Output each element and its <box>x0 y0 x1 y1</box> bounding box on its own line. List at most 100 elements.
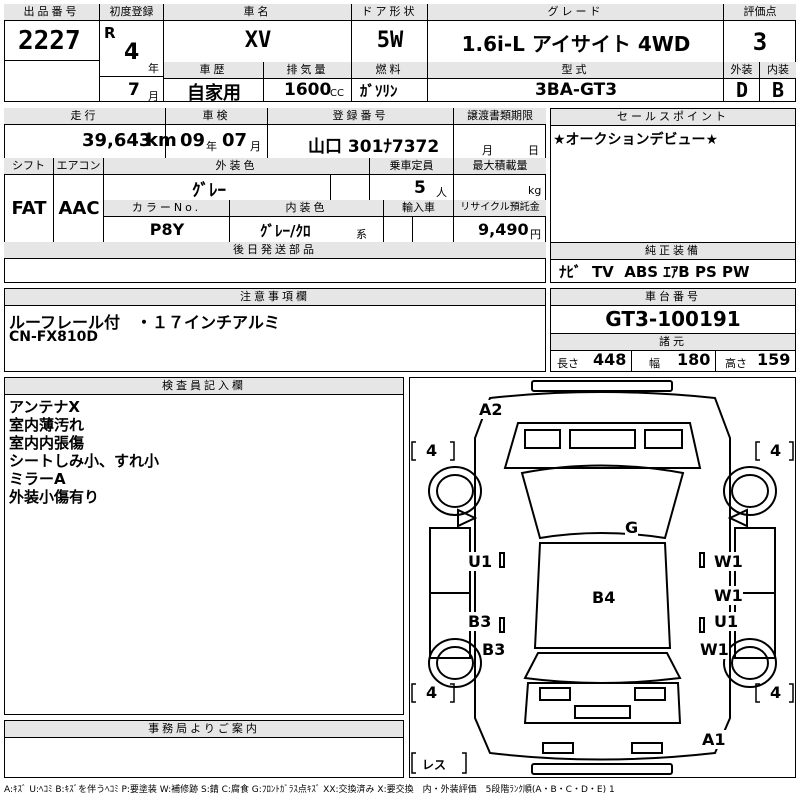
displacement-unit: CC <box>330 88 344 99</box>
history-label: 車歴 <box>164 62 263 79</box>
displacement-cell: 排気量 1600 CC <box>264 62 352 102</box>
int-color-label: 内装色 <box>230 200 383 217</box>
color-no: P8Y <box>149 220 185 239</box>
model-label: 型式 <box>428 62 723 79</box>
chassis-label: 車台番号 <box>551 289 795 306</box>
first-reg-label: 初度登録 <box>100 4 163 21</box>
length-label: 長さ <box>557 357 579 370</box>
era: R <box>104 24 116 42</box>
interior-label: 内装 <box>760 62 796 79</box>
sales-label: セールスポイント <box>551 109 795 126</box>
chassis-block: 車台番号 GT3-100191 諸元 長さ 448 幅 180 高さ 159 <box>550 288 796 372</box>
interior-cell: 内装 B <box>760 62 796 102</box>
color-no-label: カラーNo. <box>104 200 229 217</box>
recycle-label: リサイクル預託金 <box>454 200 546 217</box>
inspector-line: 室内内張傷 <box>9 434 85 452</box>
inspector-line: ミラーA <box>9 470 66 488</box>
damage-mark: W1 <box>714 586 743 605</box>
transfer-cell: 譲渡書類期限 月 日 <box>454 108 546 158</box>
notes-line-1: ルーフレール付 ・１７インチアルミ <box>9 313 280 332</box>
import-label: 輸入車 <box>384 200 453 217</box>
tire-depth: 4 <box>770 683 782 702</box>
plate-cell: 登録番号 山口 301ﾅ7372 <box>268 108 454 158</box>
ac-label: エアコン <box>54 158 103 175</box>
spare-tire-rest: レス <box>422 758 447 772</box>
ac-cell: エアコン AAC <box>54 158 104 242</box>
inspector-label: 検査員記入欄 <box>5 378 403 395</box>
shift-label: シフト <box>4 158 53 175</box>
damage-mark: B3 <box>468 612 492 631</box>
car-name-label: 車名 <box>164 4 351 21</box>
mileage-cell: 走行 39,643 km <box>4 108 177 158</box>
office-label: 事務局よりご案内 <box>5 721 403 738</box>
insp-month-unit: 月 <box>250 140 261 153</box>
legend: A:ｷｽﾞ U:ﾍｺﾐ B:ｷｽﾞを伴うﾍｺﾐ P:要塗装 W:補修跡 S:錆 … <box>4 785 615 795</box>
inspector-line: シートしみ小、すれ小 <box>9 452 160 470</box>
damage-mark: U1 <box>468 552 493 571</box>
model: 3BA-GT3 <box>534 80 618 100</box>
equip: ﾅﾋﾞ TV ABS ｴｱB PS PW <box>559 263 750 281</box>
shift-cell: シフト FAT <box>4 158 54 242</box>
first-reg-cell: 初度登録 R 4 年 7 月 <box>100 4 164 103</box>
history-cell: 車歴 自家用 <box>164 62 264 104</box>
notes-line-2: CN-FX810D <box>9 329 99 345</box>
lot-number: 2227 <box>18 26 81 56</box>
exterior-cell: 外装 D <box>724 62 760 102</box>
displacement: 1600 <box>284 80 332 100</box>
capacity-cell: 乗車定員 5 人 <box>370 158 454 200</box>
insp-year: 09 <box>180 130 206 151</box>
office-block: 事務局よりご案内 <box>4 720 404 778</box>
displacement-label: 排気量 <box>264 62 351 79</box>
damage-mark: W1 <box>700 640 729 659</box>
dims-label: 諸元 <box>551 333 795 351</box>
grade: 1.6i-L アイサイト 4WD <box>461 32 691 56</box>
fuel: ｶﾞｿﾘﾝ <box>360 82 398 100</box>
sales-block: セールスポイント ★オークションデビュー★ 純正装備 ﾅﾋﾞ TV ABS ｴｱ… <box>550 108 796 283</box>
load-label: 最大積載量 <box>454 158 546 175</box>
height: 159 <box>757 350 791 369</box>
month-unit: 月 <box>148 90 159 103</box>
grade-cell: グレード 1.6i-L アイサイト 4WD <box>428 4 724 62</box>
sales-text: ★オークションデビュー★ <box>553 132 719 148</box>
inspector-block: 検査員記入欄 アンテナX 室内薄汚れ 室内内張傷 シートしみ小、すれ小 ミラーA… <box>4 377 404 715</box>
exterior-grade: D <box>735 78 749 102</box>
color-no-cell: カラーNo. P8Y <box>104 200 230 242</box>
notes-block: 注意事項欄 ルーフレール付 ・１７インチアルミ CN-FX810D <box>4 288 546 372</box>
reg-month: 7 <box>128 80 140 100</box>
capacity-label: 乗車定員 <box>370 158 453 175</box>
recycle-cell: リサイクル預託金 9,490 円 <box>454 200 546 242</box>
equip-label: 純正装備 <box>551 242 795 260</box>
damage-mark: B3 <box>482 640 506 659</box>
import-cell: 輸入車 <box>384 200 454 242</box>
load-unit: kg <box>528 184 542 197</box>
car-outline <box>411 380 794 775</box>
color-cell: 外装色 ｸﾞﾚｰ <box>104 158 370 201</box>
color: ｸﾞﾚｰ <box>192 181 226 201</box>
damage-mark: G <box>625 518 639 537</box>
interior-grade: B <box>771 78 785 102</box>
shift: FAT <box>11 198 47 219</box>
recycle-unit: 円 <box>530 228 541 241</box>
inspector-line: 室内薄汚れ <box>9 416 85 434</box>
chassis-number: GT3-100191 <box>605 307 741 331</box>
doors-cell: ドア形状 5W <box>352 4 428 62</box>
score-label: 評価点 <box>724 4 796 21</box>
int-color-cell: 内装色 ｸﾞﾚｰ/ｸﾛ 系 <box>230 200 384 242</box>
tire-depth: 4 <box>426 441 438 460</box>
fuel-label: 燃料 <box>352 62 427 79</box>
lot-label: 出品番号 <box>4 4 99 21</box>
doors: 5W <box>376 28 404 53</box>
tire-depth: 4 <box>770 441 782 460</box>
mileage-unit: km <box>146 130 177 151</box>
damage-mark: A2 <box>479 400 503 419</box>
capacity: 5 <box>414 178 426 198</box>
score: 3 <box>752 28 768 56</box>
fuel-cell: 燃料 ｶﾞｿﾘﾝ <box>352 62 428 102</box>
year-unit: 年 <box>148 62 159 75</box>
recycle: 9,490 <box>478 220 529 239</box>
lot-cell: 出品番号 2227 <box>4 4 100 102</box>
score-cell: 評価点 3 <box>724 4 796 62</box>
doors-label: ドア形状 <box>352 4 427 21</box>
mileage-label: 走行 <box>4 108 165 125</box>
load-cell: 最大積載量 kg <box>454 158 546 200</box>
